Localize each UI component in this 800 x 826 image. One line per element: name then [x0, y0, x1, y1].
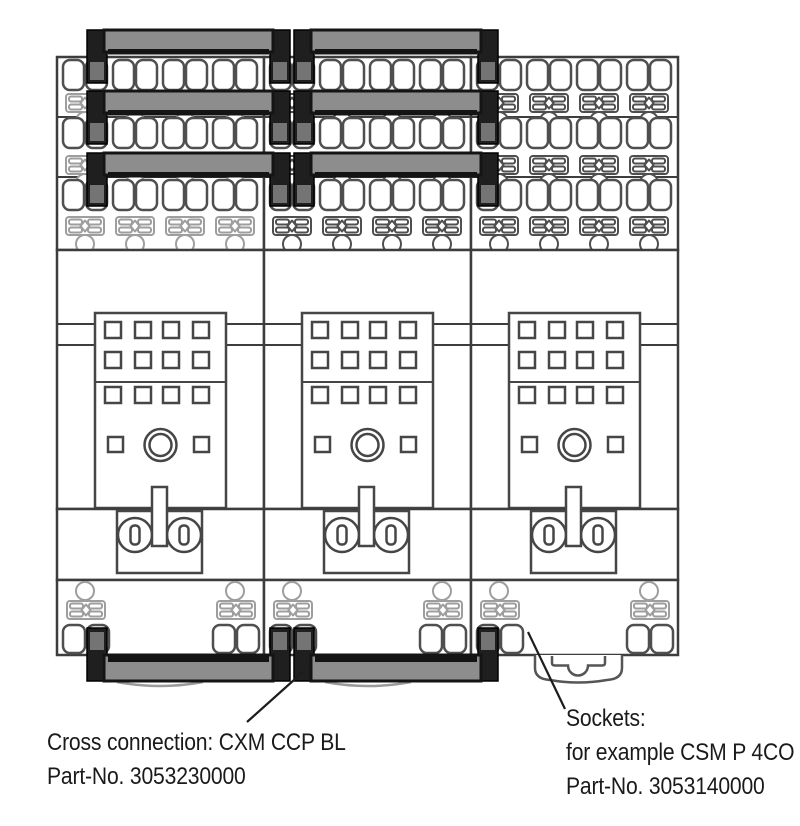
release-tab-module-3: [564, 485, 583, 548]
socket-module-1: [55, 57, 266, 655]
cross-connection-label-line2: Part-No. 3053230000: [47, 763, 246, 790]
sockets-callout: Sockets: for example CSM P 4CO Part-No. …: [566, 702, 794, 804]
sockets-label-line3: Part-No. 3053140000: [566, 773, 765, 800]
sockets-leader-line: [527, 631, 566, 710]
sockets-label-line1: Sockets:: [566, 705, 646, 732]
din-foot-module-3: [533, 655, 624, 684]
release-tab-module-2: [357, 485, 376, 548]
din-foot-arc-module-2: [324, 680, 412, 688]
socket-module-2: [262, 57, 473, 655]
cross-connection-callout: Cross connection: CXM CCP BL Part-No. 30…: [47, 726, 346, 794]
din-foot-arc-module-1: [116, 680, 204, 688]
din-rail-feet: [116, 655, 624, 688]
sockets-label-line2: for example CSM P 4CO: [566, 739, 795, 766]
cross-connection-label-line1: Cross connection: CXM CCP BL: [47, 729, 346, 756]
cross-connection-leader-line: [246, 670, 305, 723]
socket-module-3: [469, 57, 680, 655]
release-tab-module-1: [150, 485, 169, 548]
